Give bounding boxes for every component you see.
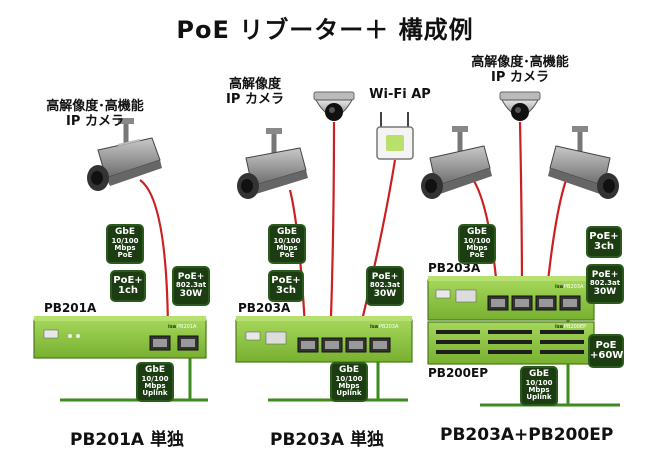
- poe-at-30w-badge-3-l1: PoE+: [591, 269, 619, 280]
- camera3-label-line2: IP カメラ: [491, 69, 549, 85]
- gbe-uplink-badge-1-l3: Mbps: [144, 382, 166, 391]
- poe-at-30w-badge-3: PoE+ 802.3at 30W: [586, 264, 624, 304]
- camera3-label: 高解像度･高機能 IP カメラ: [455, 55, 585, 86]
- gbe-uplink-badge-2-l2: 10/100: [335, 374, 363, 383]
- device-brand-1: isa: [168, 324, 176, 330]
- wifi-label: Wi-Fi AP: [369, 87, 431, 102]
- poe-at-30w-badge-2-l1: PoE+: [371, 271, 399, 282]
- device-brand-4: isa: [555, 324, 563, 330]
- poe-at-30w-badge-2-l2: 802.3at: [369, 281, 401, 290]
- gbe-uplink-badge-2: GbE 10/100 Mbps Uplink: [330, 362, 368, 402]
- device-brand-2: isa: [370, 324, 378, 330]
- poe-3ch-badge-right-l2: 3ch: [593, 241, 614, 252]
- device-model-1: PB201A: [177, 324, 197, 330]
- caption-pb203a: PB203A 単独: [270, 430, 384, 450]
- poe-at-30w-badge-3-l3: 30W: [593, 286, 617, 297]
- poe-3ch-badge-right-l1: PoE+: [589, 230, 619, 242]
- poe-60w-badge-l2: +60W: [590, 350, 624, 361]
- bullet-camera-3a: [421, 126, 492, 199]
- gbe-uplink-badge-3: GbE 10/100 Mbps Uplink: [520, 366, 558, 406]
- poe-at-30w-badge-1-l3: 30W: [179, 288, 203, 299]
- poe-1ch-badge-l2: 1ch: [117, 285, 138, 296]
- gbe-poe-badge-2-l3: Mbps: [276, 244, 298, 253]
- wifi-ap: [376, 112, 414, 160]
- poe-at-30w-badge-2: PoE+ 802.3at 30W: [366, 266, 404, 306]
- page-title: PoE リブーター＋ 構成例: [176, 16, 474, 44]
- gbe-poe-badge-3: GbE 10/100 Mbps PoE: [458, 224, 496, 264]
- camera1-label: 高解像度･高機能 IP カメラ: [30, 99, 160, 130]
- gbe-poe-badge-3-l2: 10/100: [463, 236, 491, 245]
- device-pb200ep: [427, 321, 595, 365]
- model-label-pb201a: PB201A: [44, 301, 97, 315]
- poe-3ch-badge-center: PoE+ 3ch: [268, 270, 304, 302]
- dome-camera-3: [499, 91, 541, 121]
- poe-1ch-badge: PoE+ 1ch: [110, 270, 146, 302]
- poe-at-30w-badge-1-l2: 802.3at: [175, 281, 207, 290]
- camera2-label-line1: 高解像度: [228, 77, 281, 92]
- camera1-label-line2: IP カメラ: [66, 113, 124, 129]
- poe-3ch-badge-right: PoE+ 3ch: [586, 226, 622, 258]
- caption-pb203a-pb200ep: PB203A+PB200EP: [440, 425, 614, 445]
- gbe-uplink-badge-3-l3: Mbps: [528, 386, 550, 395]
- gbe-poe-badge-1-l2: 10/100: [111, 236, 139, 245]
- gbe-uplink-badge-2-l1: GbE: [339, 365, 359, 376]
- device-pb201a: [33, 316, 207, 359]
- gbe-poe-badge-3-l3: Mbps: [466, 244, 488, 253]
- bullet-camera-1: [87, 118, 162, 191]
- gbe-uplink-badge-1: GbE 10/100 Mbps Uplink: [136, 362, 174, 402]
- poe-60w-badge: PoE +60W: [588, 334, 624, 368]
- device-pb203a-center: [235, 316, 413, 363]
- camera1-label-line1: 高解像度･高機能: [46, 99, 144, 114]
- gbe-uplink-badge-3-l2: 10/100: [525, 378, 553, 387]
- device-brand-3: isa: [555, 284, 563, 290]
- gbe-uplink-badge-2-l3: Mbps: [338, 382, 360, 391]
- camera3-label-line1: 高解像度･高機能: [471, 55, 569, 70]
- poe-at-30w-badge-3-l2: 802.3at: [589, 279, 621, 288]
- gbe-uplink-badge-3-l4: Uplink: [526, 393, 552, 402]
- gbe-poe-badge-3-l1: GbE: [467, 227, 487, 238]
- model-label-pb203a: PB203A: [238, 301, 291, 315]
- gbe-uplink-badge-1-l1: GbE: [145, 365, 165, 376]
- poe-at-30w-badge-1-l1: PoE+: [177, 271, 205, 282]
- bullet-camera-3b: [548, 126, 619, 199]
- gbe-poe-badge-2-l4: PoE: [279, 251, 295, 260]
- device-model-2: PB203A: [379, 324, 399, 330]
- gbe-poe-badge-2-l2: 10/100: [273, 236, 301, 245]
- gbe-poe-badge-1-l3: Mbps: [114, 244, 136, 253]
- gbe-uplink-badge-1-l2: 10/100: [141, 374, 169, 383]
- model-label-pb200ep: PB200EP: [428, 366, 488, 380]
- gbe-poe-badge-2-l1: GbE: [277, 227, 297, 238]
- gbe-uplink-badge-3-l1: GbE: [529, 369, 549, 380]
- dome-camera-2: [313, 91, 355, 121]
- camera2-label: 高解像度 IP カメラ: [210, 77, 300, 108]
- poe-at-30w-badge-1: PoE+ 802.3at 30W: [172, 266, 210, 306]
- camera2-label-line2: IP カメラ: [226, 91, 284, 107]
- poe-1ch-badge-l1: PoE+: [113, 274, 143, 286]
- device-pb203a-stacked: [427, 276, 595, 321]
- gbe-poe-badge-2: GbE 10/100 Mbps PoE: [268, 224, 306, 264]
- device-model-4: PB200EP: [564, 324, 586, 330]
- gbe-uplink-badge-1-l4: Uplink: [142, 389, 168, 398]
- bullet-camera-2: [237, 128, 308, 199]
- caption-pb201a: PB201A 単独: [70, 430, 184, 450]
- poe-60w-badge-l1: PoE: [595, 339, 617, 351]
- model-label-pb203a-stacked: PB203A: [428, 261, 481, 275]
- gbe-poe-badge-3-l4: PoE: [469, 251, 485, 260]
- gbe-poe-badge-1: GbE 10/100 Mbps PoE: [106, 224, 144, 264]
- gbe-poe-badge-1-l4: PoE: [117, 251, 133, 260]
- gbe-uplink-badge-2-l4: Uplink: [336, 389, 362, 398]
- poe-at-30w-badge-2-l3: 30W: [373, 288, 397, 299]
- poe-3ch-badge-center-l2: 3ch: [275, 285, 296, 296]
- device-model-3: PB203A: [564, 284, 584, 290]
- gbe-poe-badge-1-l1: GbE: [115, 227, 135, 238]
- poe-3ch-badge-center-l1: PoE+: [271, 274, 301, 286]
